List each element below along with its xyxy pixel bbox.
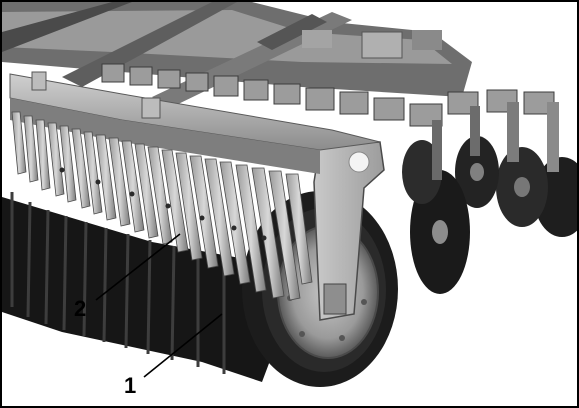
callout-label-1: 1 — [124, 373, 137, 398]
upper-frame — [2, 2, 472, 107]
clamp-row — [101, 63, 555, 127]
tine-bar — [9, 71, 381, 174]
tine-bolts — [59, 167, 267, 241]
tines — [11, 111, 313, 301]
side-bracket — [313, 141, 385, 321]
leader-lines — [95, 233, 223, 378]
disc-harrow — [402, 102, 577, 294]
callout-label-2: 2 — [74, 296, 87, 321]
